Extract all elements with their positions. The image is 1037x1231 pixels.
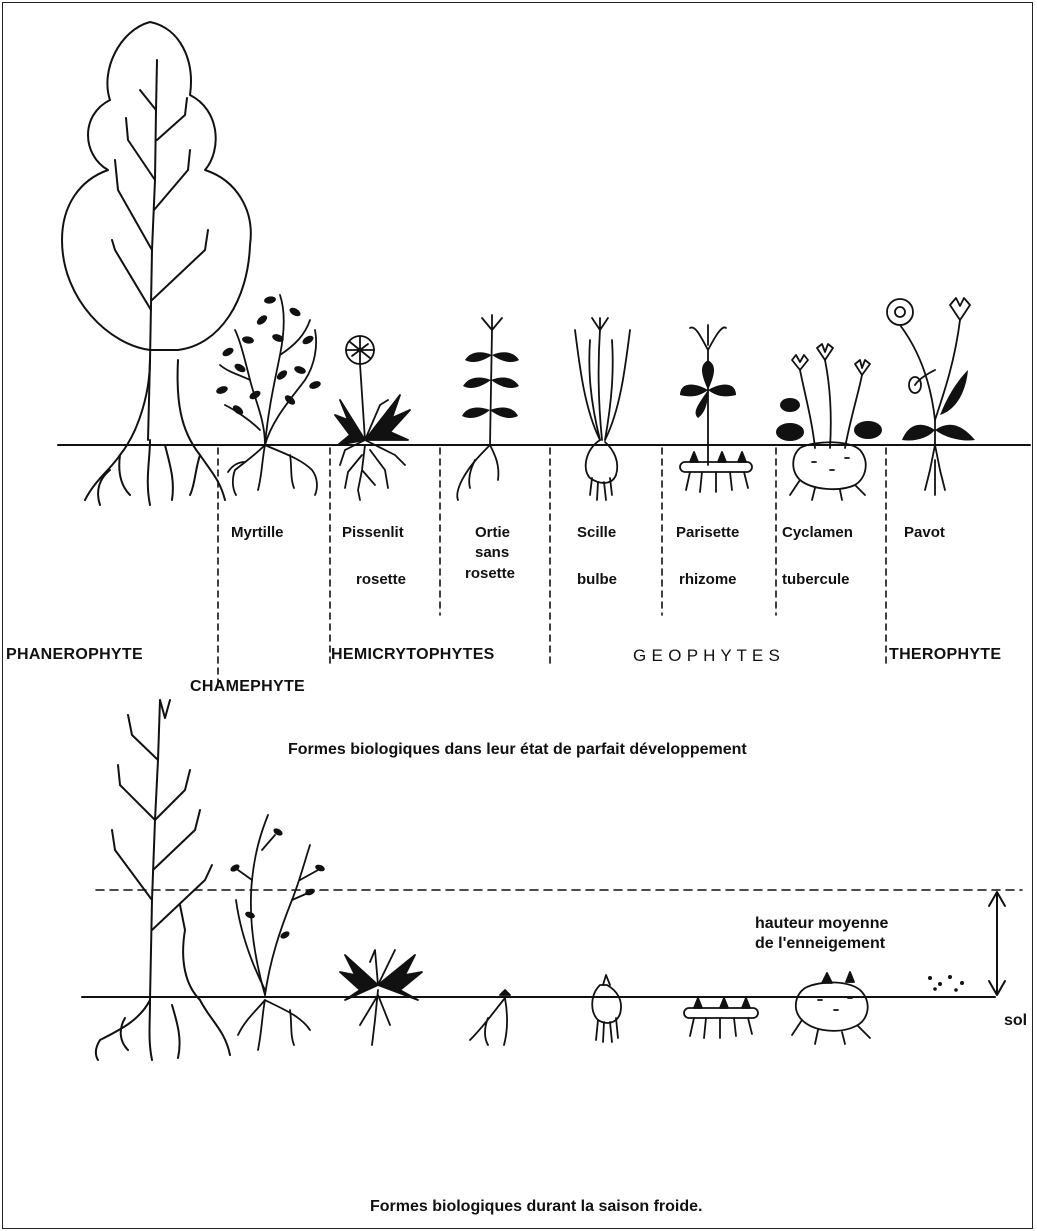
label-sol: sol bbox=[1004, 1012, 1027, 1030]
label-scille: Scille bbox=[577, 524, 616, 542]
separator-lines-top bbox=[218, 448, 886, 688]
myrtille-winter-illustration bbox=[229, 815, 326, 1050]
label-snow-2: de l'enneigement bbox=[755, 935, 885, 953]
cyclamen-illustration bbox=[776, 344, 882, 500]
group-therophyte: THEROPHYTE bbox=[889, 646, 1001, 664]
pissenlit-illustration bbox=[335, 336, 410, 500]
label-ortie-sans: sans bbox=[475, 544, 509, 562]
parisette-winter-illustration bbox=[684, 998, 758, 1038]
label-parisette: Parisette bbox=[676, 524, 739, 542]
group-phanerophyte: PHANEROPHYTE bbox=[6, 646, 143, 664]
snow-height-arrow bbox=[989, 892, 1005, 995]
phanerophyte-winter-illustration bbox=[96, 700, 230, 1060]
ortie-illustration bbox=[457, 315, 519, 500]
myrtille-illustration bbox=[215, 295, 322, 495]
label-myrtille: Myrtille bbox=[231, 524, 284, 542]
label-pissenlit: Pissenlit bbox=[342, 524, 404, 542]
label-cyclamen: Cyclamen bbox=[782, 524, 853, 542]
label-snow-1: hauteur moyenne bbox=[755, 915, 888, 933]
label-ortie: Ortie bbox=[475, 524, 510, 542]
phanerophyte-tree-illustration bbox=[62, 22, 251, 505]
label-cyclamen-detail: tubercule bbox=[782, 571, 850, 589]
pavot-seeds-illustration bbox=[928, 975, 964, 992]
group-geophytes: G E O P H Y T E S bbox=[633, 646, 780, 666]
cyclamen-winter-illustration bbox=[792, 972, 870, 1044]
caption-top: Formes biologiques dans leur état de par… bbox=[288, 741, 747, 759]
group-hemicrytophytes: HEMICRYTOPHYTES bbox=[331, 646, 495, 664]
scille-illustration bbox=[575, 318, 630, 500]
ortie-winter-illustration bbox=[470, 990, 510, 1045]
parisette-illustration bbox=[680, 325, 752, 492]
group-chamephyte: CHAMEPHYTE bbox=[190, 678, 305, 696]
scille-winter-illustration bbox=[592, 975, 621, 1042]
label-ortie-detail: rosette bbox=[465, 565, 515, 583]
caption-bottom: Formes biologiques durant la saison froi… bbox=[370, 1198, 703, 1216]
label-scille-detail: bulbe bbox=[577, 571, 617, 589]
label-parisette-detail: rhizome bbox=[679, 571, 737, 589]
label-pavot: Pavot bbox=[904, 524, 945, 542]
pavot-illustration bbox=[887, 298, 975, 495]
label-pissenlit-detail: rosette bbox=[356, 571, 406, 589]
